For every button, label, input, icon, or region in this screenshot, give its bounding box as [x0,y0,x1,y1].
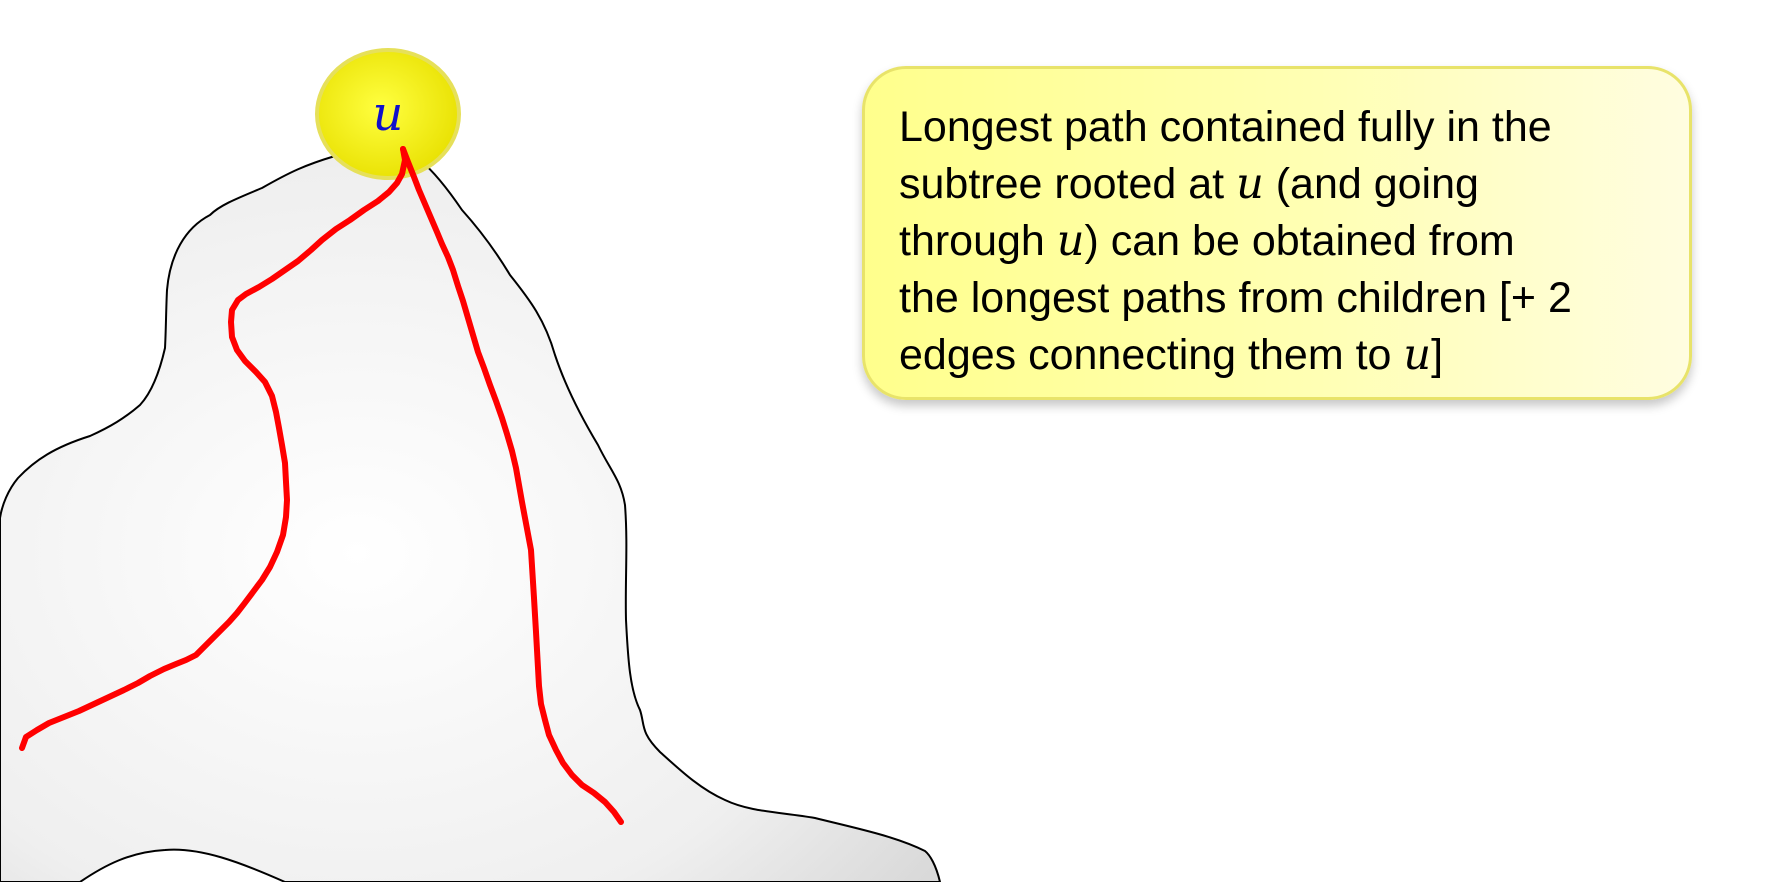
callout-text: the longest paths from children [+ 2 [899,274,1572,322]
callout-text: Longest path contained fully in the [899,103,1552,151]
root-node-label: u [373,86,404,142]
callout-line-3: through u) can be obtained from [899,213,1665,270]
callout-line-1: Longest path contained fully in the [899,99,1665,156]
callout-line-5: edges connecting them to u] [899,327,1665,384]
longest-path-left [19,146,408,751]
callout-math-u: u [1056,216,1085,266]
callout-text: ] [1431,331,1444,379]
callout-text: ) can be obtained from [1084,217,1515,265]
callout-math-u: u [1403,330,1432,380]
explanation-callout: Longest path contained fully in the subt… [862,66,1692,400]
longest-path-right [400,146,624,825]
root-node [315,48,461,180]
callout-text: edges connecting them to [899,331,1404,379]
callout-line-4: the longest paths from children [+ 2 [899,270,1665,327]
callout-math-u: u [1236,159,1264,209]
callout-text: (and going [1263,160,1479,208]
callout-line-2: subtree rooted at u (and going [899,156,1665,213]
subtree-blob [0,150,942,882]
callout-text: through [899,217,1057,265]
callout-text: subtree rooted at [899,160,1237,208]
